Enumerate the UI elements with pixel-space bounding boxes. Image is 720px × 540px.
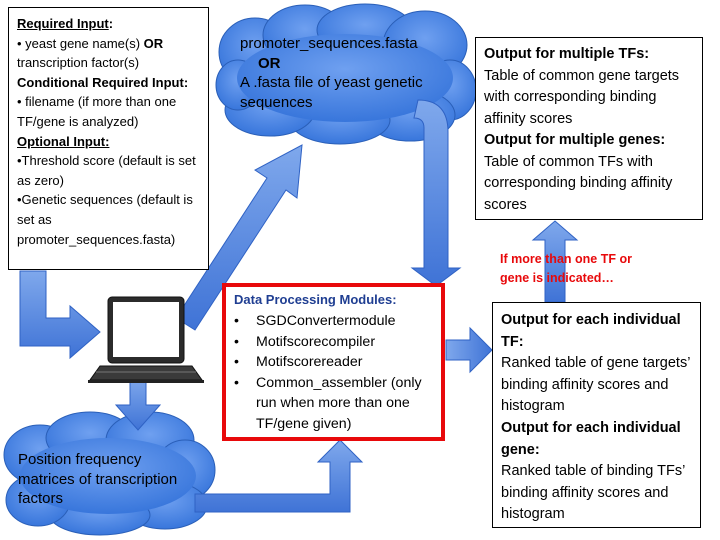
required-input-item-or: OR <box>143 35 164 51</box>
required-input-item-post: transcription factor(s) <box>17 55 140 71</box>
optional-input-threshold: •Threshold score (default is set as zero… <box>17 153 196 188</box>
module-list: •SGDConvertermodule •Motifscorecompiler … <box>232 311 442 434</box>
module-item: • SGDConvertermodule <box>232 311 442 332</box>
laptop-icon <box>88 296 204 383</box>
promoter-cloud-text: promoter_sequences.fasta OR A .fasta fil… <box>240 34 455 112</box>
arrow-pfm-to-processing <box>194 439 364 513</box>
promoter-filename: promoter_sequences.fasta <box>240 35 418 52</box>
required-input-item: • yeast gene name(s) OR transcription fa… <box>17 34 207 73</box>
single-gene-desc: Ranked table of binding TFs’ binding aff… <box>501 463 685 523</box>
required-input-line: Required Input: <box>17 14 207 34</box>
multi-tf-heading: Output for multiple TFs: <box>484 46 650 62</box>
promoter-alt-file: A .fasta file of yeast genetic sequences <box>240 74 423 111</box>
optional-input-sequences: •Genetic sequences (default is set as pr… <box>17 192 193 247</box>
multi-gene-desc: Table of common TFs with corresponding b… <box>484 153 673 213</box>
input-box-content: Required Input: • yeast gene name(s) OR … <box>17 14 207 249</box>
optional-input-heading: Optional Input: <box>17 133 110 149</box>
arrow-promoter-to-processing <box>410 99 462 287</box>
module-name: Motifscorereader <box>256 354 363 370</box>
bullet: • <box>234 333 239 350</box>
module-item: • Motifscorereader <box>232 352 442 373</box>
arrow-laptop-to-promoter <box>175 144 303 331</box>
arrow-input-to-laptop <box>19 270 101 360</box>
conditional-input-heading: Conditional Required Input: <box>17 74 189 90</box>
single-tf-heading: Output for each individual TF: <box>501 312 681 350</box>
input-box: Required Input: • yeast gene name(s) OR … <box>8 7 209 270</box>
module-name: Common_assembler (only run when more tha… <box>256 374 422 432</box>
required-input-item-pre: • yeast gene name(s) <box>17 35 144 51</box>
bullet: • <box>234 313 239 329</box>
conditional-input-item: • filename (if more than one TF/gene is … <box>17 94 177 129</box>
condition-note: If more than one TF or gene is indicated… <box>500 252 632 285</box>
multi-gene-heading: Output for multiple genes: <box>484 132 666 148</box>
processing-title: Data Processing Modules: <box>234 292 397 307</box>
single-tf-desc: Ranked table of gene targets’ binding af… <box>501 355 690 415</box>
required-input-colon: : <box>108 16 114 31</box>
multi-output-box: Output for multiple TFs: Table of common… <box>475 37 703 220</box>
pfm-cloud-text: Position frequency matrices of transcrip… <box>18 451 178 507</box>
module-name: SGDConvertermodule <box>256 313 396 329</box>
required-input-heading: Required Input <box>17 16 109 31</box>
arrow-processing-to-single-output <box>445 326 493 374</box>
processing-modules-box: Data Processing Modules: • SGDConvertermo… <box>222 283 445 441</box>
multi-output-content: Output for multiple TFs: Table of common… <box>484 44 699 216</box>
module-item: • Common_assembler (only run when more th… <box>232 373 442 435</box>
arrow-single-to-multi-output <box>531 220 579 303</box>
module-item: • Motifscorecompiler <box>232 332 442 353</box>
bullet: • <box>234 354 239 370</box>
multi-tf-desc: Table of common gene targets with corres… <box>484 67 680 127</box>
promoter-or: OR <box>258 54 281 72</box>
module-name: Motifscorecompiler <box>256 333 376 350</box>
single-output-box: Output for each individual TF: Ranked ta… <box>492 302 701 528</box>
single-output-content: Output for each individual TF: Ranked ta… <box>501 310 699 526</box>
pfm-cloud <box>3 411 216 536</box>
single-gene-heading: Output for each individual gene: <box>501 419 681 458</box>
bullet: • <box>234 374 239 391</box>
